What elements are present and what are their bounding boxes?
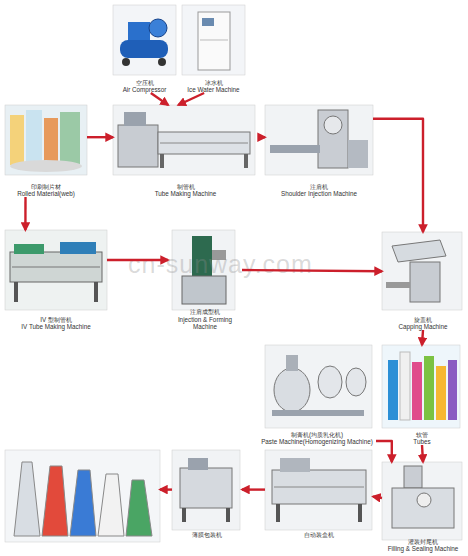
flow-arrow bbox=[178, 93, 204, 105]
machine-caption: Capping Machine bbox=[398, 323, 447, 330]
machine-node: 软管Tubes bbox=[382, 345, 462, 445]
machine-caption: 旋盖机 bbox=[414, 316, 432, 323]
machine-node: 自动装盒机 bbox=[265, 450, 373, 538]
machine-node: 薄膜包装机 bbox=[172, 450, 242, 538]
machine-caption: 灌装封尾机 bbox=[408, 538, 438, 545]
flow-arrow bbox=[151, 93, 168, 105]
machine-caption: 印刷制片材 bbox=[31, 183, 61, 190]
machine-caption: 注肩成型机 bbox=[190, 308, 220, 315]
flow-arrow bbox=[160, 488, 172, 490]
flow-arrow bbox=[422, 330, 423, 345]
machine-node: 冰水机Ice Water Machine bbox=[182, 5, 245, 93]
flow-arrow bbox=[373, 497, 382, 498]
machine-node: 灌装封尾机Filling & Sealing Machine bbox=[382, 462, 464, 552]
machine-caption: 制管机 bbox=[177, 183, 195, 190]
flow-arrow bbox=[422, 445, 423, 462]
machine-caption: Rolled Material(web) bbox=[17, 190, 75, 197]
machine-caption: 薄膜包装机 bbox=[192, 531, 222, 538]
machine-caption: Paste Machine(Homogenizing Machine) bbox=[261, 438, 373, 445]
machine-caption: Ice Water Machine bbox=[187, 86, 239, 93]
flow-arrow bbox=[242, 488, 265, 490]
machine-node bbox=[5, 450, 160, 542]
machine-caption: IV Tube Making Machine bbox=[21, 323, 90, 330]
machine-caption: Tubes bbox=[413, 438, 430, 445]
machine-node: 注肩机Shoulder Injection Machine bbox=[265, 105, 373, 197]
machine-node: IV 型制管机IV Tube Making Machine bbox=[5, 230, 107, 330]
machine-node: 制膏机(均质乳化机)Paste Machine(Homogenizing Mac… bbox=[258, 345, 376, 445]
machine-caption: Filling & Sealing Machine bbox=[388, 545, 459, 552]
machine-node: 制管机Tube Making Machine bbox=[113, 105, 258, 197]
machine-caption: 制膏机(均质乳化机) bbox=[291, 431, 343, 438]
watermark: cn-sunway.com bbox=[128, 250, 313, 279]
machine-caption: Injection & Forming Machine bbox=[168, 316, 242, 330]
machine-caption: Tube Making Machine bbox=[155, 190, 217, 197]
machine-caption: 软管 bbox=[416, 431, 428, 438]
machine-caption: Shoulder Injection Machine bbox=[281, 190, 357, 197]
flow-arrow bbox=[376, 441, 392, 462]
machine-caption: 空压机 bbox=[136, 79, 154, 86]
machine-caption: 冰水机 bbox=[205, 79, 223, 86]
machine-caption: Air Compressor bbox=[123, 86, 167, 93]
machine-caption: 自动装盒机 bbox=[304, 531, 334, 538]
machine-caption: 注肩机 bbox=[310, 183, 328, 190]
flow-arrow bbox=[373, 119, 423, 232]
flow-arrow bbox=[258, 136, 265, 138]
machine-node: 空压机Air Compressor bbox=[113, 5, 176, 93]
machine-node: 旋盖机Capping Machine bbox=[382, 232, 464, 330]
flow-arrow bbox=[24, 197, 27, 230]
machine-node: 注肩成型机Injection & Forming Machine bbox=[168, 230, 242, 330]
machine-caption: IV 型制管机 bbox=[40, 316, 72, 323]
machine-node: 印刷制片材Rolled Material(web) bbox=[5, 105, 87, 197]
flow-arrow bbox=[87, 136, 113, 138]
